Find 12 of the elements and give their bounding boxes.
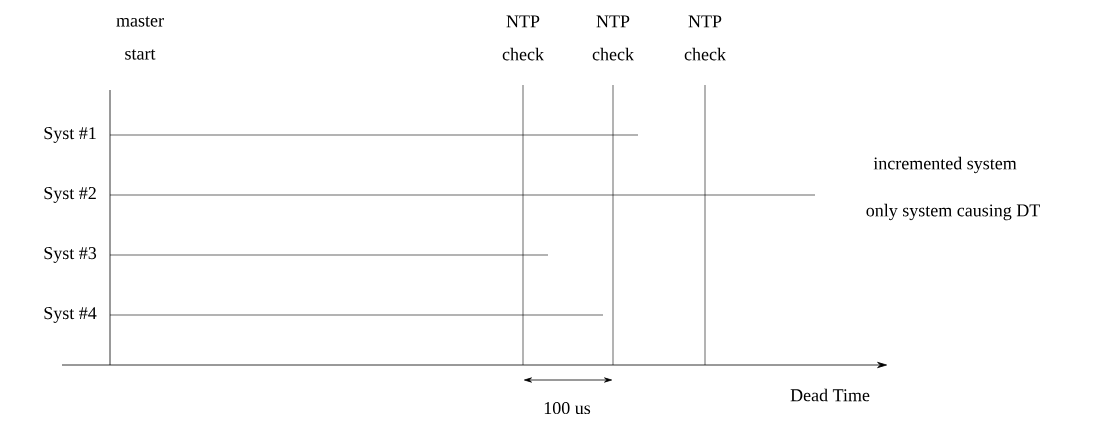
- note-text: only system causing DT: [866, 203, 1040, 221]
- axis-label: Dead Time: [790, 388, 870, 402]
- row-label: Syst #1: [44, 127, 96, 143]
- event-label: NTP check: [502, 15, 544, 61]
- event-label: NTP check: [592, 15, 634, 61]
- dimension-label: 100 us: [544, 401, 591, 415]
- event-label: NTP check: [684, 15, 726, 61]
- note-text: incremented system: [873, 156, 1017, 174]
- row-label: Syst #4: [44, 307, 97, 323]
- row-label: Syst #3: [44, 247, 97, 263]
- row-label: Syst #2: [44, 187, 96, 203]
- event-label: master start: [116, 16, 164, 60]
